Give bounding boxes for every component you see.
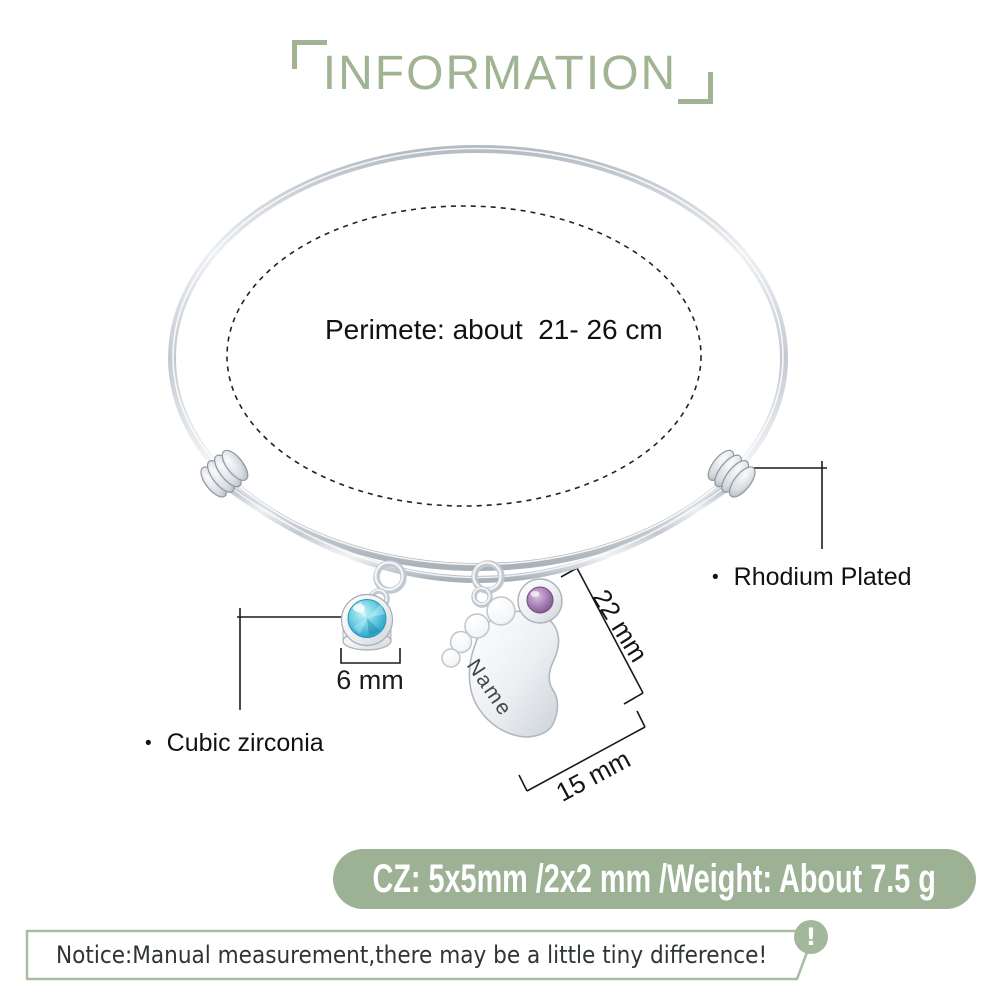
cubic-zirconia-callout: • Cubic zirconia bbox=[145, 729, 324, 758]
foot-sole bbox=[468, 610, 560, 738]
bangle-wire bbox=[168, 145, 788, 583]
charm-width-line bbox=[526, 726, 646, 792]
adjuster-knot-left bbox=[200, 449, 249, 498]
bullet-icon: • bbox=[712, 566, 719, 588]
cubic-zirconia-label: Cubic zirconia bbox=[166, 729, 324, 757]
foot-toe-4 bbox=[441, 648, 461, 668]
charm-height-line bbox=[576, 567, 644, 694]
charm-height-tick-top bbox=[560, 567, 578, 578]
rhodium-plated-label: Rhodium Plated bbox=[733, 563, 912, 591]
page-title: INFORMATION bbox=[322, 47, 678, 100]
exclamation-glyph: ! bbox=[805, 923, 817, 951]
perimeter-label: Perimete: about 21- 26 cm bbox=[325, 314, 663, 345]
title-corner-bracket-left-icon bbox=[292, 40, 327, 69]
spec-banner-text: CZ: 5x5mm /2x2 mm /Weight: About 7.5 g bbox=[372, 856, 937, 901]
charm-height-tick-bottom bbox=[623, 692, 644, 705]
charm-width-tick-right bbox=[636, 710, 646, 728]
spec-banner: CZ: 5x5mm /2x2 mm /Weight: About 7.5 g bbox=[333, 849, 976, 909]
notice-text: Notice:Manual measurement,there may be a… bbox=[56, 941, 768, 969]
title-corner-bracket-right-icon bbox=[678, 72, 713, 104]
gem-width-bracket bbox=[340, 648, 401, 664]
charm-width-tick-left bbox=[518, 774, 528, 792]
measurement-lines bbox=[237, 461, 827, 792]
rhodium-plated-callout: • Rhodium Plated bbox=[712, 563, 912, 592]
foot-charm bbox=[441, 560, 563, 738]
foot-toe-2 bbox=[464, 613, 490, 639]
gem-diameter-label: 6 mm bbox=[336, 665, 404, 695]
bullet-icon: • bbox=[145, 732, 152, 754]
exclamation-icon: ! bbox=[794, 920, 828, 954]
foot-toe-3 bbox=[449, 630, 473, 654]
foot-toe-1 bbox=[486, 596, 516, 626]
perimeter-dashed-ellipse bbox=[226, 205, 702, 507]
adjuster-knot-right bbox=[707, 449, 756, 498]
blue-gem-charm bbox=[340, 560, 407, 651]
foot-birthstone bbox=[526, 586, 554, 614]
